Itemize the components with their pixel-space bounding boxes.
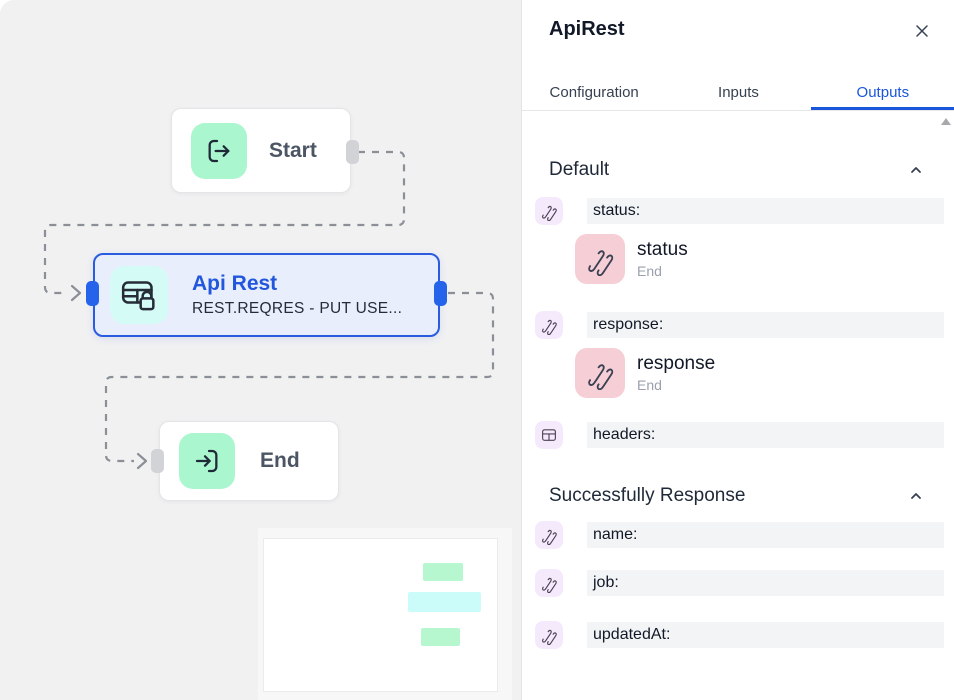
port-api-input[interactable]	[86, 281, 99, 306]
output-field-label[interactable]: status:	[587, 198, 944, 224]
chevron-up-icon	[911, 493, 921, 499]
logout-arrow-icon	[191, 122, 247, 179]
minimap-container	[258, 528, 512, 700]
output-field-label[interactable]: job:	[587, 570, 944, 596]
string-type-icon	[535, 521, 563, 549]
table-lock-icon	[110, 266, 168, 324]
scroll-up-arrow[interactable]	[941, 118, 951, 125]
node-api-rest[interactable]: Api Rest REST.REQRES - PUT USE...	[93, 253, 440, 337]
node-end-label: End	[260, 449, 300, 472]
string-type-icon	[535, 569, 563, 597]
login-arrow-icon	[179, 433, 235, 489]
output-row-job[interactable]: job:	[535, 569, 944, 598]
node-api-subtitle: REST.REQRES - PUT USE...	[192, 300, 403, 317]
node-start-label: Start	[269, 138, 317, 162]
mapped-value-source: End	[637, 263, 662, 279]
edge-arrowhead-end	[136, 452, 148, 470]
connection-edges	[43, 150, 495, 470]
output-field-label[interactable]: name:	[587, 522, 944, 548]
string-type-icon	[575, 234, 625, 284]
node-end[interactable]: End	[159, 421, 339, 501]
output-row-response[interactable]: response:	[535, 311, 944, 340]
minimap-node-api	[408, 592, 481, 612]
node-details-panel: ApiRest Configuration Inputs Outputs Def…	[521, 0, 954, 700]
tab-configuration[interactable]: Configuration	[549, 84, 639, 101]
output-row-headers[interactable]: headers:	[535, 421, 944, 450]
string-type-icon	[535, 311, 563, 339]
output-row-name[interactable]: name:	[535, 521, 944, 550]
flow-canvas[interactable]: Start Api Rest REST.REQRES - PUT USE...	[0, 0, 521, 700]
edge-api-to-end	[104, 291, 495, 463]
port-start-output[interactable]	[346, 140, 359, 164]
edge-arrowhead-api	[70, 284, 82, 302]
close-icon	[916, 25, 928, 37]
edge-start-to-api	[43, 150, 406, 295]
output-field-label[interactable]: response:	[587, 312, 944, 338]
output-field-label[interactable]: updatedAt:	[587, 622, 944, 648]
minimap-node-start	[423, 563, 463, 581]
port-end-input[interactable]	[151, 449, 164, 473]
output-field-label[interactable]: headers:	[587, 422, 944, 448]
minimap[interactable]	[263, 538, 498, 692]
node-api-title: Api Rest	[192, 272, 278, 295]
node-start[interactable]: Start	[171, 108, 351, 193]
mapped-value-response[interactable]: response End	[575, 347, 715, 399]
string-type-icon	[575, 348, 625, 398]
output-row-updatedat[interactable]: updatedAt:	[535, 621, 944, 650]
section-header-default[interactable]: Default	[549, 156, 924, 184]
table-type-icon	[535, 421, 563, 449]
mapped-value-name: status	[637, 239, 688, 260]
chevron-up-icon	[911, 167, 921, 173]
minimap-node-end	[421, 628, 460, 646]
close-panel-button[interactable]	[910, 19, 934, 43]
tab-outputs[interactable]: Outputs	[811, 75, 954, 110]
string-type-icon	[535, 621, 563, 649]
mapped-value-name: response	[637, 353, 716, 374]
string-type-icon	[535, 197, 563, 225]
section-header-success[interactable]: Successfully Response	[549, 482, 924, 510]
port-api-output[interactable]	[434, 281, 447, 306]
section-title: Successfully Response	[549, 485, 746, 506]
panel-title: ApiRest	[549, 18, 625, 40]
output-row-status[interactable]: status:	[535, 197, 944, 226]
panel-tabbar: Configuration Inputs Outputs	[522, 75, 954, 111]
tab-inputs[interactable]: Inputs	[718, 84, 759, 101]
mapped-value-source: End	[637, 377, 662, 393]
section-title: Default	[549, 159, 610, 180]
mapped-value-status[interactable]: status End	[575, 233, 688, 285]
